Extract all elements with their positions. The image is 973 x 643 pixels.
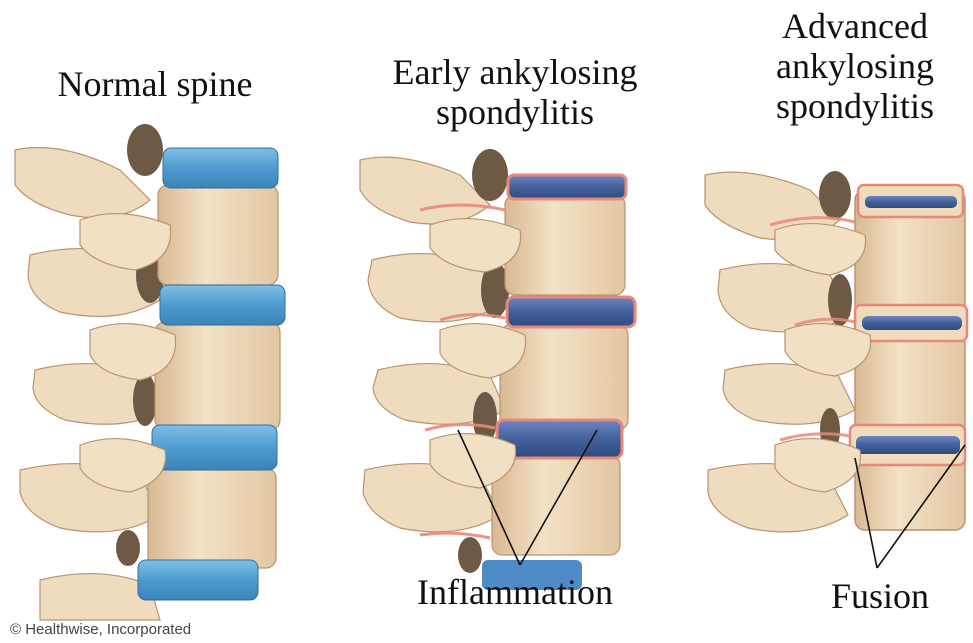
inflammation-label: Inflammation	[380, 572, 650, 612]
fusion-label: Fusion	[800, 576, 960, 616]
advanced-spine	[705, 171, 967, 568]
normal-spine	[15, 124, 285, 620]
early-spine	[360, 149, 635, 590]
copyright-credit: © Healthwise, Incorporated	[10, 621, 191, 638]
